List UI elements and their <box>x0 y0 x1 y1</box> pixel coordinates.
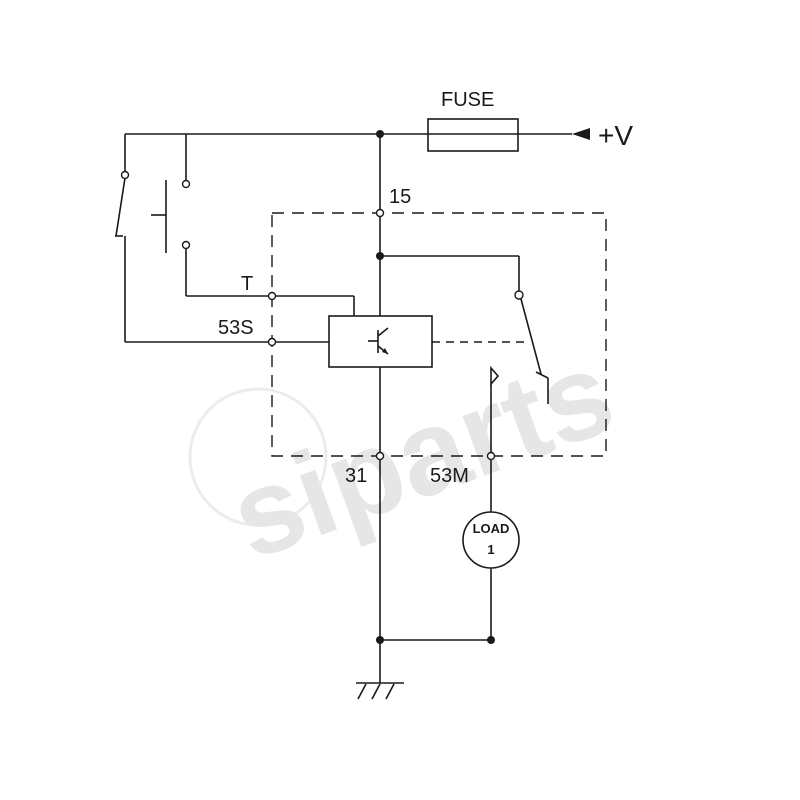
ground-icon <box>356 682 404 700</box>
ground-line: 31 <box>345 367 495 683</box>
relay-contact <box>380 255 549 404</box>
terminal-15: 15 <box>375 134 411 316</box>
terminal-31-label: 31 <box>345 465 367 487</box>
terminal-53m: 53M <box>430 365 500 512</box>
terminal-53s: 53S <box>218 317 329 347</box>
fuse-label: FUSE <box>441 89 494 111</box>
load-label: LOAD <box>473 521 510 536</box>
watermark-brand-text: siparts <box>214 325 630 586</box>
push-button-switch <box>151 134 268 297</box>
terminal-15-label: 15 <box>389 186 411 208</box>
supply-arrow-icon <box>572 128 590 140</box>
watermark: siparts <box>188 325 630 586</box>
fuse: FUSE <box>427 89 519 152</box>
load: LOAD 1 <box>462 511 520 640</box>
control-module <box>328 315 433 368</box>
load-number: 1 <box>487 542 494 557</box>
terminal-t: T <box>241 273 355 316</box>
toggle-switch <box>115 134 268 343</box>
fuse-body <box>427 118 519 152</box>
supply: +V <box>572 120 633 151</box>
terminal-53s-label: 53S <box>218 317 254 339</box>
terminal-t-label: T <box>241 273 253 295</box>
control-module-box <box>328 315 433 368</box>
diode-marker-icon <box>490 365 500 387</box>
module-boundary <box>271 212 607 457</box>
watermark-ring <box>188 387 328 527</box>
supply-label: +V <box>598 120 633 151</box>
transistor-icon <box>368 327 389 355</box>
terminal-53m-label: 53M <box>430 465 469 487</box>
